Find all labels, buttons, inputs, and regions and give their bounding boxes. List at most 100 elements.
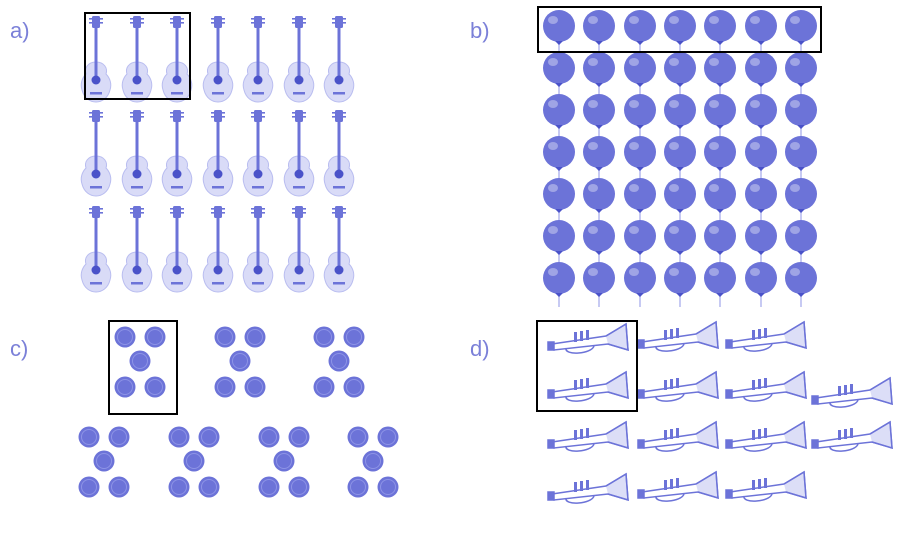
balloon-icon xyxy=(579,218,619,271)
group-box-c xyxy=(108,320,178,415)
balloon-icon xyxy=(620,92,660,145)
dot-icon xyxy=(214,326,236,353)
balloon-icon xyxy=(620,260,660,313)
balloon-icon xyxy=(781,50,821,103)
guitar-icon xyxy=(281,204,317,301)
trumpet-icon xyxy=(724,468,810,513)
panel-d-label: d) xyxy=(470,336,490,361)
guitar-icon xyxy=(78,204,114,301)
guitar-icon xyxy=(240,108,276,205)
guitar-icon xyxy=(321,108,357,205)
group-box-a xyxy=(84,12,191,100)
group-box-b xyxy=(537,6,822,53)
balloon-icon xyxy=(539,218,579,271)
trumpet-icon xyxy=(546,418,632,463)
guitar-icon xyxy=(321,14,357,111)
dot-icon xyxy=(183,450,205,477)
trumpet-icon xyxy=(810,418,896,463)
balloon-icon xyxy=(660,260,700,313)
dot-icon xyxy=(288,426,310,453)
guitar-icon xyxy=(119,14,155,111)
balloon-icon xyxy=(700,134,740,187)
panel-b: b) xyxy=(458,0,916,310)
balloon-icon xyxy=(660,218,700,271)
balloon-icon xyxy=(700,176,740,229)
dot-icon xyxy=(328,350,350,377)
balloon-icon xyxy=(781,260,821,313)
dot-icon xyxy=(114,376,136,403)
trumpet-icon xyxy=(636,468,722,513)
trumpet-icon xyxy=(546,470,632,515)
trumpet-icon xyxy=(636,318,722,363)
guitar-icon xyxy=(321,204,357,301)
trumpet-icon xyxy=(724,318,810,363)
balloon-icon xyxy=(700,92,740,145)
guitar-icon xyxy=(200,204,236,301)
dot-icon xyxy=(168,476,190,503)
trumpet-icon xyxy=(546,368,632,413)
guitar-icon xyxy=(200,14,236,111)
dot-icon xyxy=(114,326,136,353)
guitar-icon xyxy=(200,108,236,205)
balloon-icon xyxy=(579,176,619,229)
dot-icon xyxy=(108,476,130,503)
balloon-icon xyxy=(620,176,660,229)
dot-icon xyxy=(343,376,365,403)
dot-icon xyxy=(93,450,115,477)
dot-icon xyxy=(78,426,100,453)
balloon-icon xyxy=(781,92,821,145)
panel-d: d) xyxy=(458,310,916,533)
balloon-icon xyxy=(741,50,781,103)
balloon-icon xyxy=(660,8,700,61)
dot-icon xyxy=(78,476,100,503)
guitar-icon xyxy=(78,108,114,205)
dot-icon xyxy=(108,426,130,453)
panel-c: c) xyxy=(0,310,458,533)
dot-icon xyxy=(347,476,369,503)
balloon-icon xyxy=(579,134,619,187)
balloon-icon xyxy=(539,260,579,313)
guitar-icon xyxy=(281,108,317,205)
balloon-icon xyxy=(539,92,579,145)
dot-icon xyxy=(288,476,310,503)
balloon-icon xyxy=(579,50,619,103)
guitar-icon xyxy=(119,108,155,205)
dot-icon xyxy=(347,426,369,453)
balloon-icon xyxy=(781,176,821,229)
dot-icon xyxy=(313,326,335,353)
trumpet-icon xyxy=(546,320,632,365)
dot-icon xyxy=(343,326,365,353)
dot-icon xyxy=(229,350,251,377)
balloon-icon xyxy=(741,92,781,145)
dot-icon xyxy=(144,376,166,403)
balloon-icon xyxy=(700,218,740,271)
balloon-icon xyxy=(660,92,700,145)
dot-icon xyxy=(244,326,266,353)
panel-b-label: b) xyxy=(470,18,490,43)
balloon-icon xyxy=(620,134,660,187)
dot-icon xyxy=(244,376,266,403)
guitar-icon xyxy=(159,14,195,111)
group-box-d xyxy=(536,320,638,412)
balloon-icon xyxy=(539,50,579,103)
panel-c-label: c) xyxy=(10,336,29,361)
balloon-icon xyxy=(700,260,740,313)
guitar-icon xyxy=(281,14,317,111)
guitar-icon xyxy=(119,204,155,301)
trumpet-icon xyxy=(636,418,722,463)
guitar-icon xyxy=(159,204,195,301)
balloon-icon xyxy=(741,260,781,313)
panel-a: a) xyxy=(0,0,458,310)
dot-icon xyxy=(377,426,399,453)
balloon-icon xyxy=(781,218,821,271)
guitar-icon xyxy=(240,14,276,111)
trumpet-icon xyxy=(724,418,810,463)
dot-icon xyxy=(129,350,151,377)
balloon-icon xyxy=(660,176,700,229)
dot-icon xyxy=(144,326,166,353)
dot-icon xyxy=(258,426,280,453)
dot-icon xyxy=(273,450,295,477)
balloon-icon xyxy=(741,8,781,61)
dot-icon xyxy=(198,426,220,453)
dot-icon xyxy=(362,450,384,477)
